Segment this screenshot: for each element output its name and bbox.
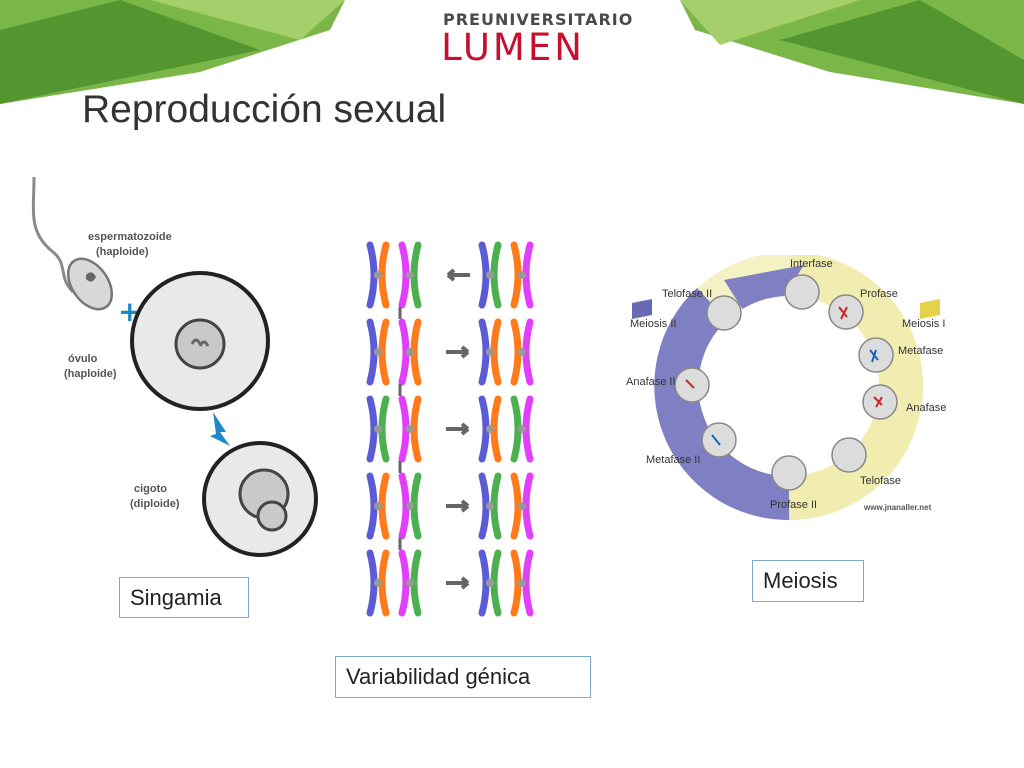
zygote-icon xyxy=(202,441,318,557)
meiosis-ii-arc xyxy=(654,287,790,520)
chromosome-icon xyxy=(398,318,422,386)
chromosome-icon xyxy=(510,549,534,617)
cell-profase xyxy=(828,294,864,330)
chromosome-icon xyxy=(366,472,390,540)
arrow-down-icon xyxy=(210,412,230,446)
chromosome-icon xyxy=(398,241,422,309)
chromosome-icon xyxy=(398,472,422,540)
cell-profase-ii xyxy=(771,455,807,491)
chromosome-icon xyxy=(398,395,422,463)
arrow-right-icon xyxy=(446,576,470,590)
arrow-right-icon xyxy=(446,499,470,513)
arrow-left-icon xyxy=(446,268,470,282)
phase-metafase-ii: Metafase II xyxy=(646,454,700,466)
phase-telofase-ii: Telofase II xyxy=(662,288,712,300)
arrow-right-icon xyxy=(446,422,470,436)
chromosome-icon xyxy=(478,472,502,540)
phase-anafase-ii: Anafase II xyxy=(626,376,676,388)
phase-profase-ii: Profase II xyxy=(770,499,817,511)
cell-metafase-ii xyxy=(701,422,737,458)
variabilidad-label: Variabilidad génica xyxy=(335,656,591,698)
cell-metafase xyxy=(858,337,894,373)
chromosome-icon xyxy=(510,241,534,309)
chromosome-icon xyxy=(366,318,390,386)
chromosome-icon xyxy=(366,241,390,309)
meiosis-cycle-figure: Interfase Profase Metafase Anafase Telof… xyxy=(626,255,946,520)
singamia-figure: espermatozoide (haploide) + óvulo (haplo… xyxy=(31,176,318,557)
cell-telofase-ii xyxy=(706,295,742,331)
singamia-label: Singamia xyxy=(119,577,249,618)
sperm-label-1: espermatozoide xyxy=(88,231,172,243)
phase-interfase: Interfase xyxy=(790,258,833,270)
meiosis-i-label: Meiosis I xyxy=(902,318,945,330)
cell-telofase xyxy=(831,437,867,473)
credit-text: www.jnanaller.net xyxy=(863,503,932,512)
phase-metafase: Metafase xyxy=(898,345,943,357)
sperm-icon xyxy=(31,176,114,311)
chromosome-icon xyxy=(510,318,534,386)
chromosome-icon xyxy=(478,318,502,386)
phase-anafase: Anafase xyxy=(906,402,946,414)
logo-line2: LUMEN xyxy=(441,26,585,69)
chromosome-icon xyxy=(366,549,390,617)
chromosome-icon xyxy=(510,395,534,463)
zygote-label-1: cigoto xyxy=(134,483,167,495)
meiosis-i-cube-icon xyxy=(920,299,940,319)
phase-telofase: Telofase xyxy=(860,475,901,487)
chromosome-icon xyxy=(366,395,390,463)
chromosome-icon xyxy=(510,472,534,540)
ovule-icon xyxy=(130,271,270,411)
meiosis-i-arc xyxy=(788,255,923,520)
header-banner xyxy=(0,0,1024,104)
sperm-label-2: (haploide) xyxy=(96,246,149,258)
cell-interfase xyxy=(784,274,820,310)
ovule-label-2: (haploide) xyxy=(64,368,117,380)
meiosis-label: Meiosis xyxy=(752,560,864,602)
slide-title: Reproducción sexual xyxy=(82,88,447,131)
phase-profase: Profase xyxy=(860,288,898,300)
chromosome-icon xyxy=(478,241,502,309)
zygote-label-2: (diploide) xyxy=(130,498,180,510)
variabilidad-figure xyxy=(366,241,534,617)
ovule-label-1: óvulo xyxy=(68,353,98,365)
arrow-right-icon xyxy=(446,345,470,359)
chromosome-icon xyxy=(478,549,502,617)
meiosis-ii-cube-icon xyxy=(632,299,652,319)
meiosis-ii-label: Meiosis II xyxy=(630,318,676,330)
chromosome-icon xyxy=(478,395,502,463)
logo-line1: PREUNIVERSITARIO xyxy=(443,10,634,29)
chromosome-icon xyxy=(398,549,422,617)
